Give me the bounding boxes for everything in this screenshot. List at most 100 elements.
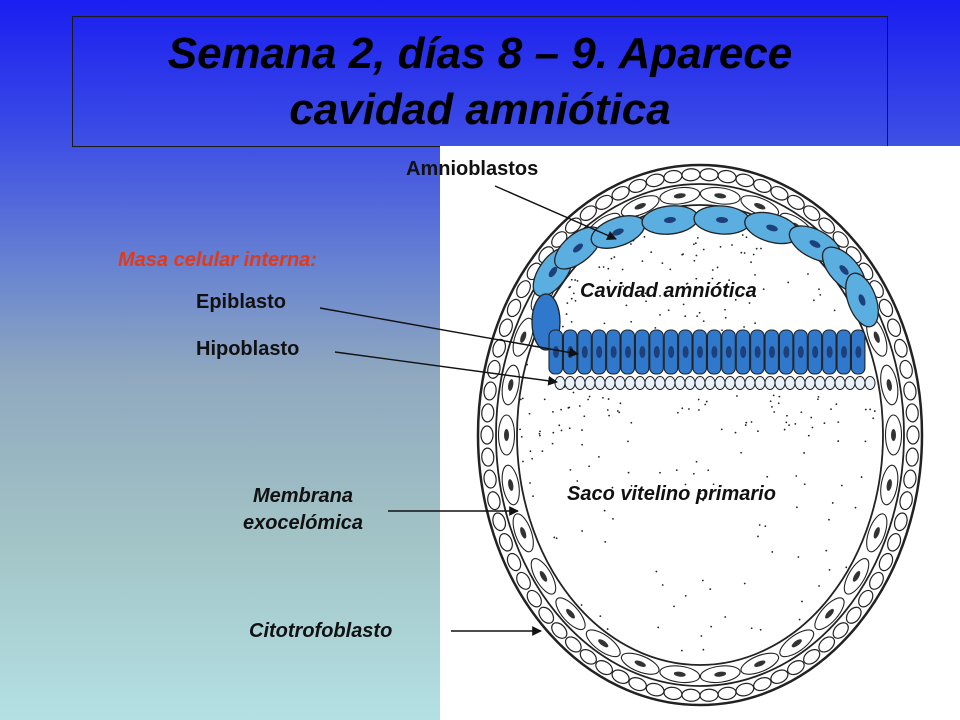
hypoblast-cell bbox=[734, 376, 746, 390]
hypoblast-cell bbox=[614, 376, 626, 390]
hypoblast-cell bbox=[634, 376, 646, 390]
stipple-dot bbox=[870, 633, 873, 635]
stipple-dot bbox=[702, 320, 705, 323]
cell-nucleus bbox=[598, 639, 609, 648]
hypoblast-cell bbox=[654, 376, 666, 390]
stipple-dot bbox=[702, 499, 705, 502]
stipple-dot bbox=[540, 234, 542, 236]
syncytio-ring bbox=[480, 168, 920, 702]
stipple-dot bbox=[786, 414, 788, 417]
stipple-dot bbox=[698, 409, 700, 411]
stipple-dot bbox=[724, 316, 727, 319]
stipple-dot bbox=[728, 279, 731, 282]
stipple-dot bbox=[570, 321, 573, 323]
hypoblast-cell bbox=[694, 376, 706, 390]
stipple-dot bbox=[625, 304, 628, 307]
stipple-dot bbox=[830, 408, 832, 411]
stipple-dot bbox=[757, 535, 759, 538]
stipple-dot bbox=[529, 450, 532, 453]
stipple-dot bbox=[686, 282, 689, 285]
cell-nucleus bbox=[740, 346, 747, 358]
stipple-dot bbox=[574, 279, 577, 281]
trophoblast-cell bbox=[595, 660, 613, 676]
stipple-dot bbox=[645, 300, 647, 303]
hypoblast-cell bbox=[684, 376, 696, 390]
stipple-dot bbox=[695, 277, 698, 280]
trophoblast-cell bbox=[551, 622, 568, 639]
stipple-dot bbox=[716, 266, 719, 269]
cell-nucleus bbox=[610, 346, 617, 358]
stipple-dot bbox=[576, 280, 579, 282]
trophoblast-cell bbox=[818, 636, 836, 653]
stipple-dot bbox=[682, 253, 685, 256]
stipple-dot bbox=[777, 402, 780, 405]
stipple-dot bbox=[607, 267, 610, 270]
label-saco-vitelino: Saco vitelino primario bbox=[567, 483, 776, 505]
cell-nucleus bbox=[697, 346, 703, 358]
stipple-dot bbox=[702, 248, 705, 251]
cell-nucleus bbox=[841, 346, 847, 358]
stipple-dot bbox=[872, 417, 875, 420]
cell-nucleus bbox=[812, 346, 819, 358]
stipple-dot bbox=[522, 460, 524, 463]
stipple-dot bbox=[750, 627, 753, 630]
stipple-dot bbox=[771, 405, 773, 408]
trophoblast-cell bbox=[506, 552, 522, 572]
stipple-dot bbox=[655, 570, 658, 573]
amnioblast-layer bbox=[531, 205, 879, 351]
stipple-dot bbox=[569, 286, 572, 288]
cytotrophoblast-ring bbox=[497, 186, 903, 684]
trophoblast-cell bbox=[803, 648, 821, 665]
stipple-dot bbox=[526, 363, 528, 366]
stipple-dot bbox=[528, 412, 531, 415]
stipple-dot bbox=[581, 429, 583, 431]
cell-nucleus bbox=[809, 240, 821, 248]
stipple-dot bbox=[608, 414, 611, 417]
stipple-dot bbox=[675, 469, 678, 472]
stipple-dot bbox=[760, 247, 762, 250]
stipple-dot bbox=[609, 279, 611, 282]
cell-nucleus bbox=[668, 346, 675, 358]
cell-nucleus bbox=[596, 346, 603, 358]
stipple-dot bbox=[704, 403, 707, 406]
stipple-dot bbox=[610, 257, 613, 260]
stipple-dot bbox=[873, 410, 876, 412]
stipple-dot bbox=[627, 440, 629, 443]
stipple-dot bbox=[630, 320, 633, 323]
trophoblast-cell bbox=[498, 533, 513, 552]
cell-nucleus bbox=[826, 346, 833, 358]
stipple-dot bbox=[621, 268, 624, 271]
cell-nucleus bbox=[553, 346, 559, 358]
trophoblast-cell bbox=[483, 469, 497, 489]
trophoblast-cell bbox=[498, 318, 513, 337]
cell-nucleus bbox=[873, 331, 880, 343]
stipple-dot bbox=[825, 549, 828, 552]
stipple-dot bbox=[673, 605, 675, 608]
stipple-dot bbox=[603, 509, 606, 512]
hypoblast-cell bbox=[664, 376, 676, 390]
stipple-dot bbox=[688, 408, 690, 410]
stipple-dot bbox=[764, 525, 767, 528]
trophoblast-cell bbox=[681, 688, 701, 702]
stipple-dot bbox=[602, 266, 605, 268]
stipple-dot bbox=[555, 537, 558, 540]
trophoblast-cell bbox=[699, 168, 719, 182]
stipple-dot bbox=[731, 244, 733, 246]
stipple-dot bbox=[529, 482, 531, 484]
trophoblast-cell bbox=[899, 359, 913, 379]
trophoblast-cell bbox=[681, 168, 701, 182]
stipple-dot bbox=[618, 411, 621, 414]
stipple-dot bbox=[831, 502, 834, 504]
stipple-dot bbox=[696, 236, 699, 239]
cell-nucleus bbox=[769, 346, 775, 358]
hypoblast-cell bbox=[854, 376, 866, 390]
stipple-dot bbox=[676, 411, 679, 414]
cell-nucleus bbox=[520, 331, 527, 343]
stipple-dot bbox=[692, 472, 695, 475]
cell-nucleus bbox=[625, 346, 631, 358]
cell-nucleus bbox=[754, 346, 761, 358]
stipple-dot bbox=[543, 398, 546, 401]
stipple-dot bbox=[743, 582, 746, 585]
stipple-dot bbox=[752, 253, 755, 256]
stipple-dot bbox=[807, 273, 809, 275]
